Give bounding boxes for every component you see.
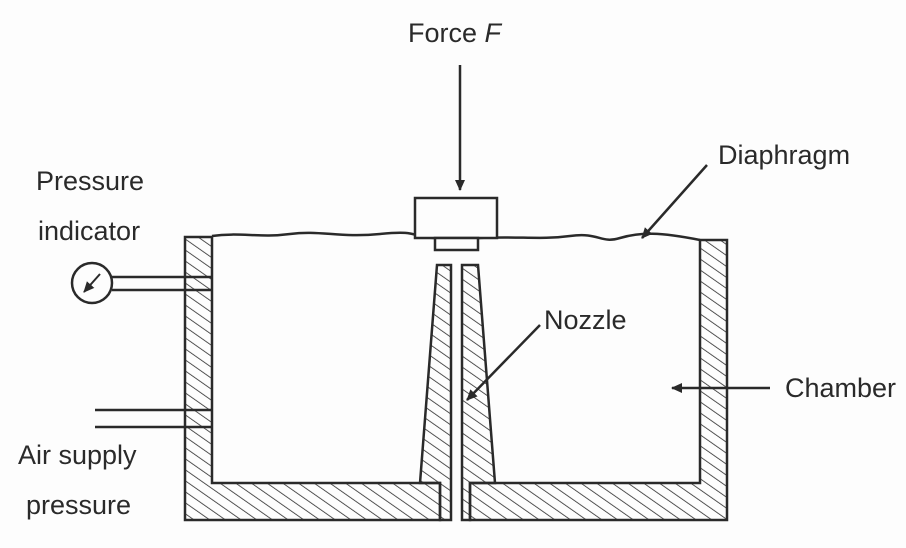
air-supply-label-2: pressure <box>26 490 131 520</box>
chamber-wall <box>183 235 442 522</box>
diaphragm-arrow <box>641 164 708 239</box>
air-supply-label-1: Air supply <box>18 440 137 470</box>
pressure-indicator-label-1: Pressure <box>36 166 144 196</box>
chamber-label: Chamber <box>785 373 896 403</box>
nozzle-label: Nozzle <box>544 305 627 335</box>
chamber-wall-right <box>468 238 729 522</box>
force-label: Force F <box>408 18 503 48</box>
pressure-indicator-label-2: indicator <box>38 216 140 246</box>
flapper-pad <box>433 236 480 252</box>
nozzle <box>418 263 453 522</box>
force-block <box>413 196 499 240</box>
nozzle-arrow <box>466 324 541 401</box>
nozzle-right <box>460 263 497 522</box>
diaphragm-label: Diaphragm <box>718 140 850 170</box>
